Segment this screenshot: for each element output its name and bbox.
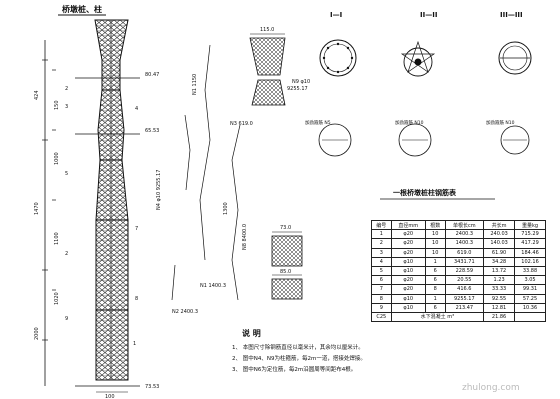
svg-text:1: 1 — [133, 341, 136, 347]
svg-text:85.0: 85.0 — [280, 269, 291, 275]
annotation-e: N2 2400.3 — [172, 309, 198, 315]
section-3-drawing — [498, 41, 532, 155]
annotation-g: N8 8400.0 — [242, 224, 248, 250]
svg-text:424: 424 — [34, 90, 40, 100]
svg-text:2000: 2000 — [34, 327, 40, 340]
note-1: 1、 本图尺寸除钢筋直径以毫米计，其余均以厘米计。 — [232, 345, 364, 351]
svg-text:150: 150 — [54, 100, 60, 110]
section-1-title: I—I — [330, 11, 342, 19]
bar-markers: 2 3 4 5 7 2 8 9 1 — [65, 86, 138, 347]
notes-block: 说 明 1、 本图尺寸除钢筋直径以毫米计，其余均以厘米计。 2、 图中N4、N9… — [232, 328, 382, 376]
section-2-title: II—II — [420, 11, 437, 19]
cage-detail-bottom: 73.0 85.0 — [271, 225, 303, 300]
svg-text:9255.17: 9255.17 — [287, 86, 308, 92]
note-3: 3、 图中N6为定位筋，每2m沿圆周等间距布4根。 — [232, 367, 357, 373]
rebar-details — [171, 44, 241, 301]
ring-1-label: 加劲箍筋 N5 — [305, 119, 331, 126]
section-3-title: III—III — [500, 11, 523, 19]
annotation-f: N3 619.0 — [230, 121, 253, 127]
elevation-mid: 65.53 — [145, 128, 159, 134]
svg-text:3: 3 — [65, 104, 68, 110]
svg-text:4: 4 — [135, 106, 138, 112]
ring-3-label: 加劲箍筋 N10 — [486, 119, 515, 126]
ring-2-label: 加劲箍筋 N10 — [395, 119, 424, 126]
section-2-drawing — [398, 40, 436, 157]
annotation-d: N1 1400.3 — [200, 283, 226, 289]
svg-text:73.0: 73.0 — [280, 225, 291, 231]
table-header: 编号 直径mm 根数 单根长cm 共长m 重量kg — [371, 219, 546, 231]
svg-text:1100: 1100 — [54, 232, 60, 245]
svg-text:1000: 1000 — [54, 152, 60, 165]
pier-column — [94, 19, 129, 381]
bottom-dimension: 100 — [105, 394, 115, 399]
section-1-drawing — [318, 39, 357, 157]
annotation-c: N4 φ10 9255.17 — [156, 170, 162, 210]
svg-text:2: 2 — [65, 251, 68, 257]
svg-text:7: 7 — [135, 226, 138, 232]
side-dimensions: 424 1470 150 1000 1100 1020 2000 — [34, 90, 60, 340]
svg-text:115.0: 115.0 — [260, 27, 274, 33]
svg-text:8: 8 — [135, 296, 138, 302]
elevation-bottom: 73.53 — [145, 384, 159, 390]
svg-text:9: 9 — [65, 316, 68, 322]
annotation-b: 1300 — [223, 202, 229, 215]
svg-text:N9 φ10: N9 φ10 — [292, 79, 310, 85]
svg-text:5: 5 — [65, 171, 68, 177]
svg-text:1470: 1470 — [34, 202, 40, 215]
note-2: 2、 图中N4、N9为柱箍筋，每2m一道，搭接处焊接。 — [232, 356, 366, 362]
main-title: 桥墩桩、柱 — [62, 4, 102, 14]
svg-text:2: 2 — [65, 86, 68, 92]
elevation-top: 80.47 — [145, 72, 159, 78]
table-title: 一根桥墩桩柱钢筋表 — [393, 188, 457, 197]
watermark: zhulong.com — [462, 383, 520, 393]
svg-text:1020: 1020 — [54, 292, 60, 305]
notes-title: 说 明 — [242, 329, 261, 338]
cage-detail-top: 115.0 N9 φ10 9255.17 — [249, 27, 310, 106]
annotation-a: N1 1150 — [192, 74, 198, 95]
